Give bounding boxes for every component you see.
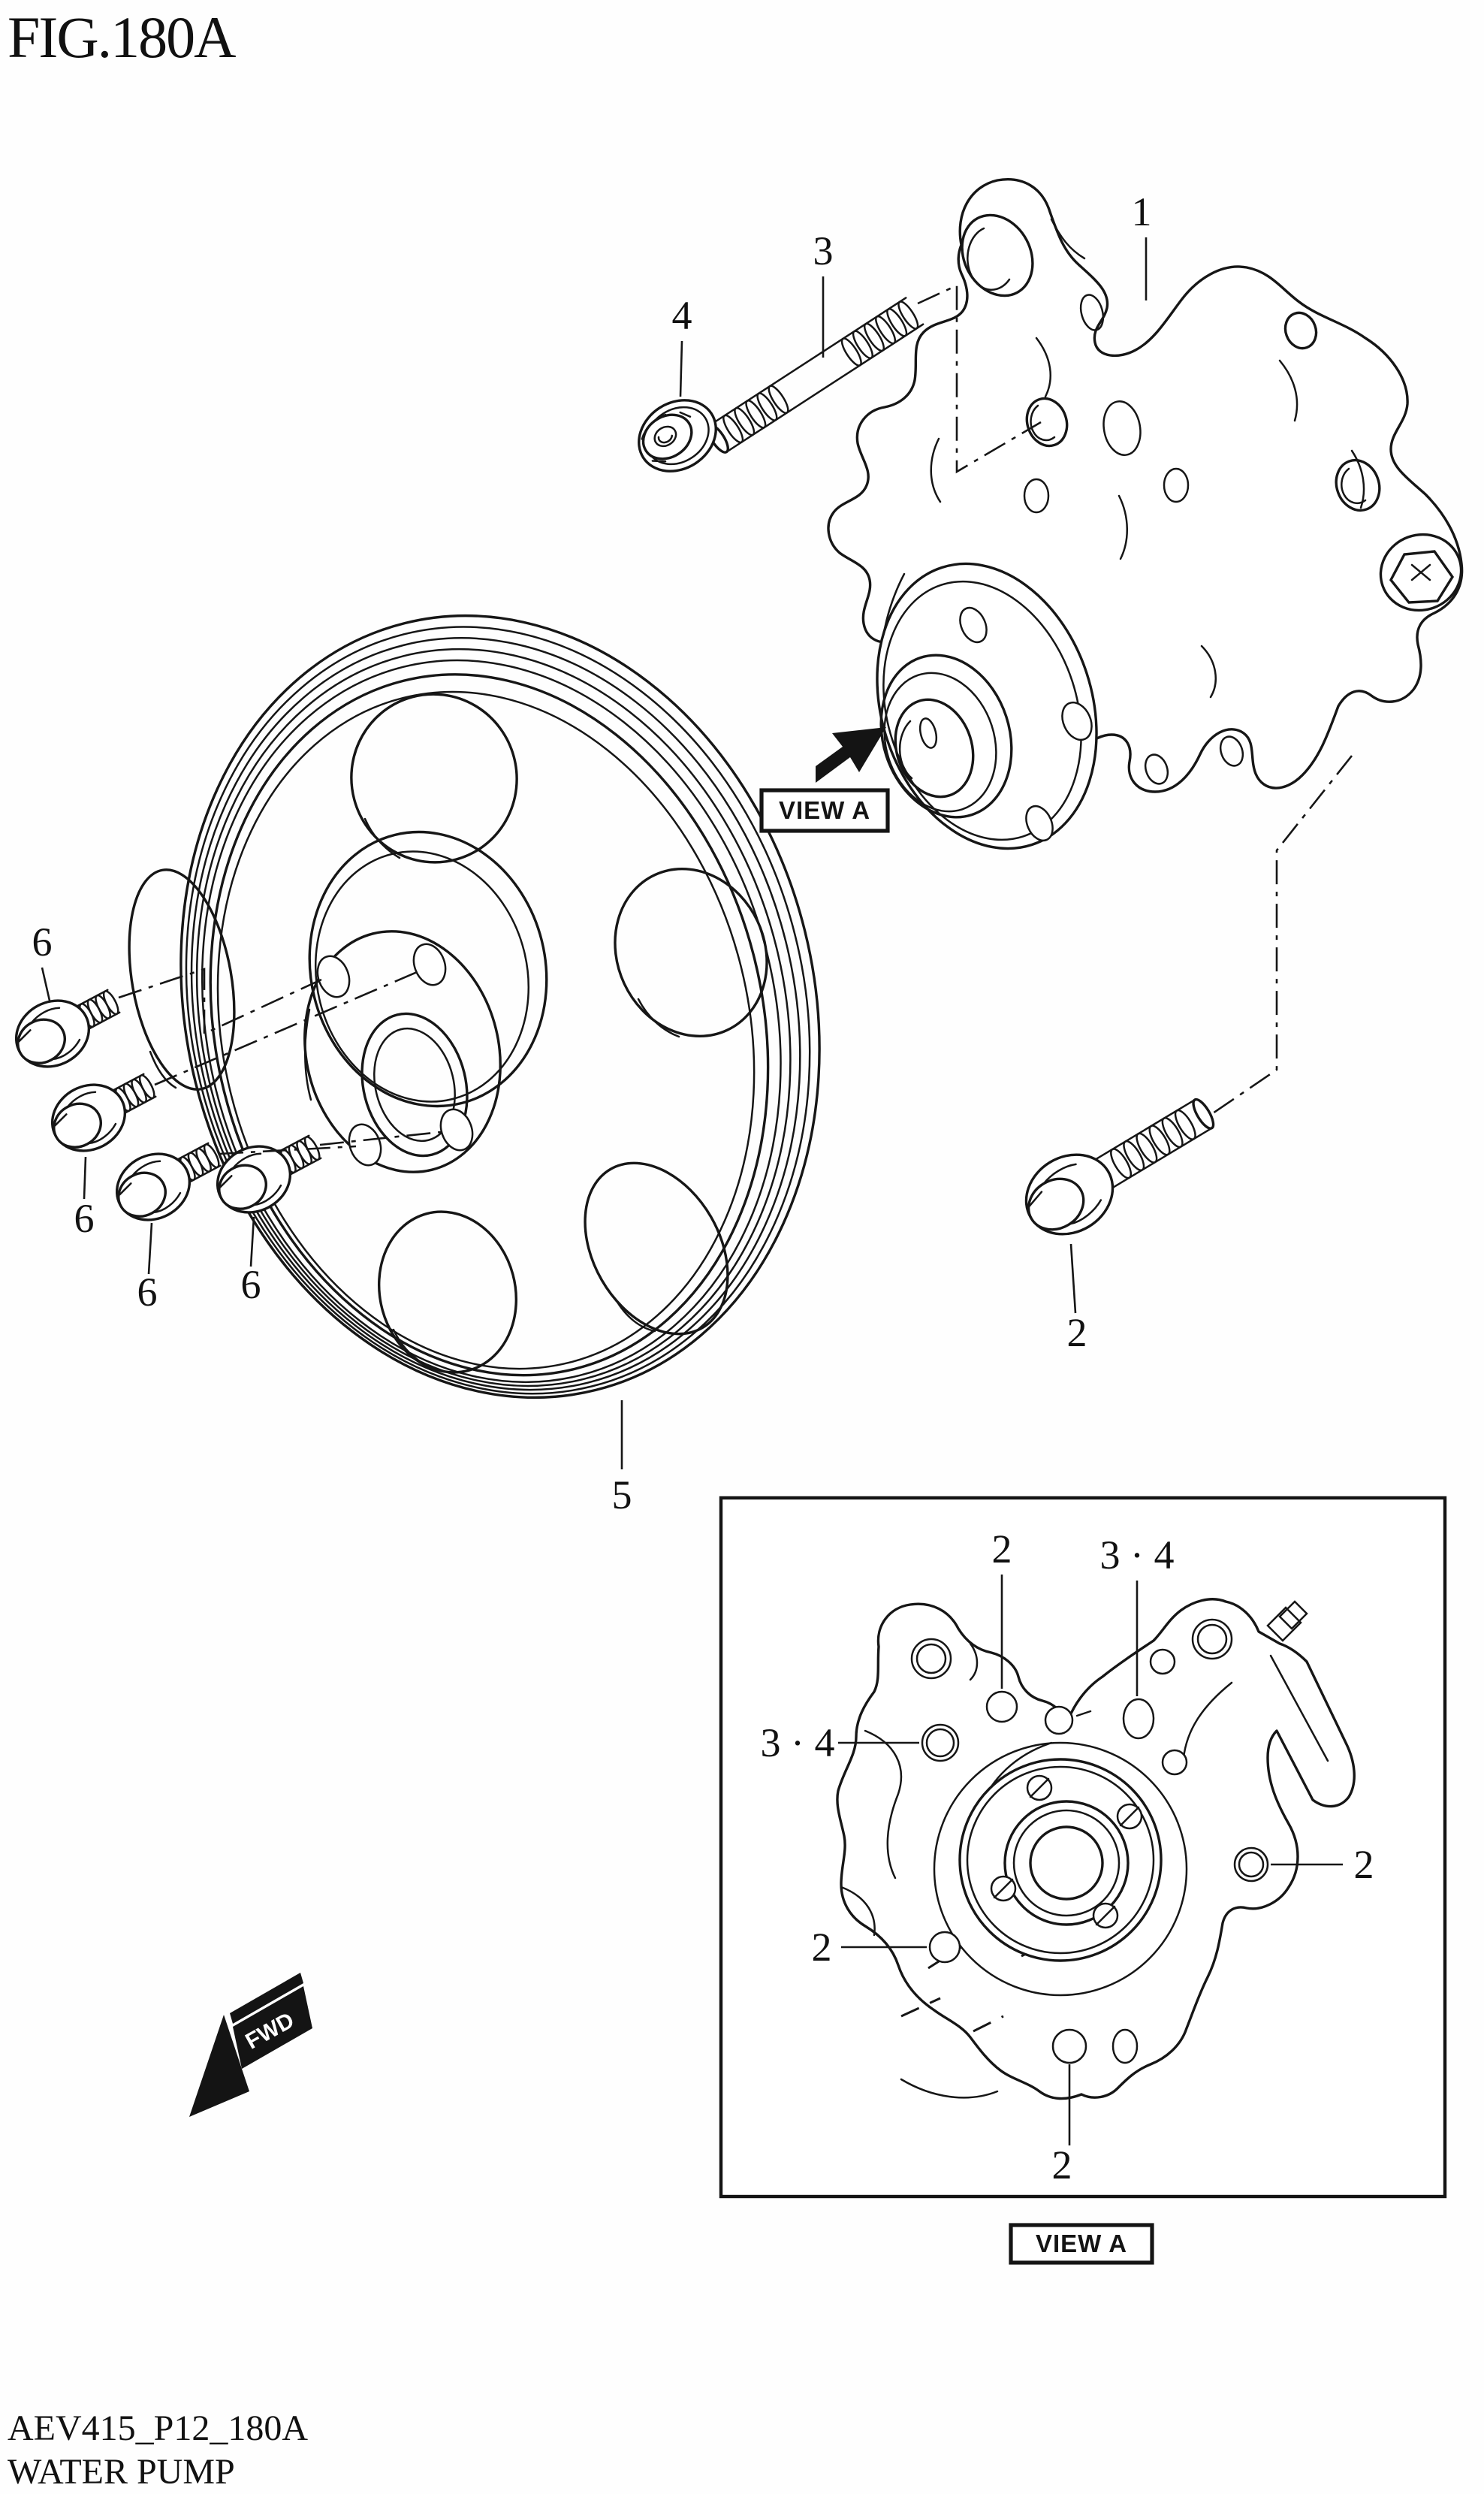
gasket-nib: [1266, 1600, 1308, 1642]
pump-hub-flange: [876, 562, 1098, 850]
leader-bolt6-1: [118, 968, 322, 1036]
pulley: 5: [128, 614, 821, 1517]
callout-5: 5: [612, 1472, 632, 1517]
flange-nut: [638, 399, 717, 473]
leader-bolt6-2: [154, 969, 421, 1086]
callout-6c: 6: [137, 1270, 158, 1315]
callout-6d: 6: [241, 1262, 261, 1307]
view-a-inset: 2 3 · 4 3 · 4 2 2 2 VIEW A: [719, 1496, 1447, 2265]
view-a-arrow-icon: [816, 727, 886, 783]
callout-1: 1: [1132, 189, 1152, 234]
callout-2-inset-right: 2: [1354, 1842, 1374, 1887]
inset-hub: [933, 1741, 1188, 1997]
view-a-indicator: VIEW A: [759, 727, 890, 833]
leader-bolt6-4: [319, 1130, 448, 1146]
water-pump-body: 1: [827, 178, 1464, 850]
pump-plug: [1379, 533, 1463, 612]
callout-2-inset-bottomleft: 2: [812, 1925, 832, 1970]
pulley-hub: [303, 830, 548, 1173]
leader-pump-to-bolt2: [1210, 755, 1353, 1116]
gasket-holes: [910, 1618, 1269, 2064]
leader-2-main: [1069, 1243, 1077, 1314]
callout-2-main: 2: [1067, 1310, 1087, 1355]
figure-title: FIG.180A: [8, 5, 236, 70]
leader-6c: [147, 1222, 153, 1275]
pulley-windows: [128, 693, 768, 1374]
callout-34-inset-top: 3 · 4: [1100, 1532, 1175, 1578]
leader-4: [679, 340, 683, 397]
callout-3: 3: [813, 228, 834, 273]
callout-4: 4: [672, 293, 692, 338]
pulley-bolt-3: [104, 1125, 232, 1234]
view-a-label-main: VIEW A: [779, 796, 870, 824]
leader-bolt6-3: [219, 1145, 357, 1155]
view-a-box-main: [759, 788, 890, 833]
view-a-box-inset: [1009, 2223, 1154, 2265]
callout-34-inset-left: 3 · 4: [761, 1720, 835, 1765]
leader-6a: [41, 967, 51, 1001]
callout-6a: 6: [32, 919, 53, 965]
callout-6b: 6: [74, 1196, 95, 1241]
fwd-arrow: FWD: [189, 1973, 312, 2117]
pulley-bolt-1: [3, 971, 131, 1081]
fwd-arrowhead-icon: [189, 2015, 249, 2117]
leader-6d: [249, 1216, 255, 1267]
pulley-bolt-2: [39, 1055, 167, 1165]
callout-2-inset-bottom: 2: [1052, 2142, 1072, 2188]
water-pump-bolt: [1024, 1098, 1215, 1236]
view-a-label-inset: VIEW A: [1036, 2230, 1127, 2257]
leader-6b: [83, 1156, 87, 1200]
leader-stud-to-pump: [917, 283, 1042, 474]
drawing-code: AEV415_P12_180A: [8, 2408, 308, 2448]
part-title: WATER PUMP: [8, 2452, 235, 2492]
callout-2-inset-top: 2: [992, 1526, 1012, 1572]
